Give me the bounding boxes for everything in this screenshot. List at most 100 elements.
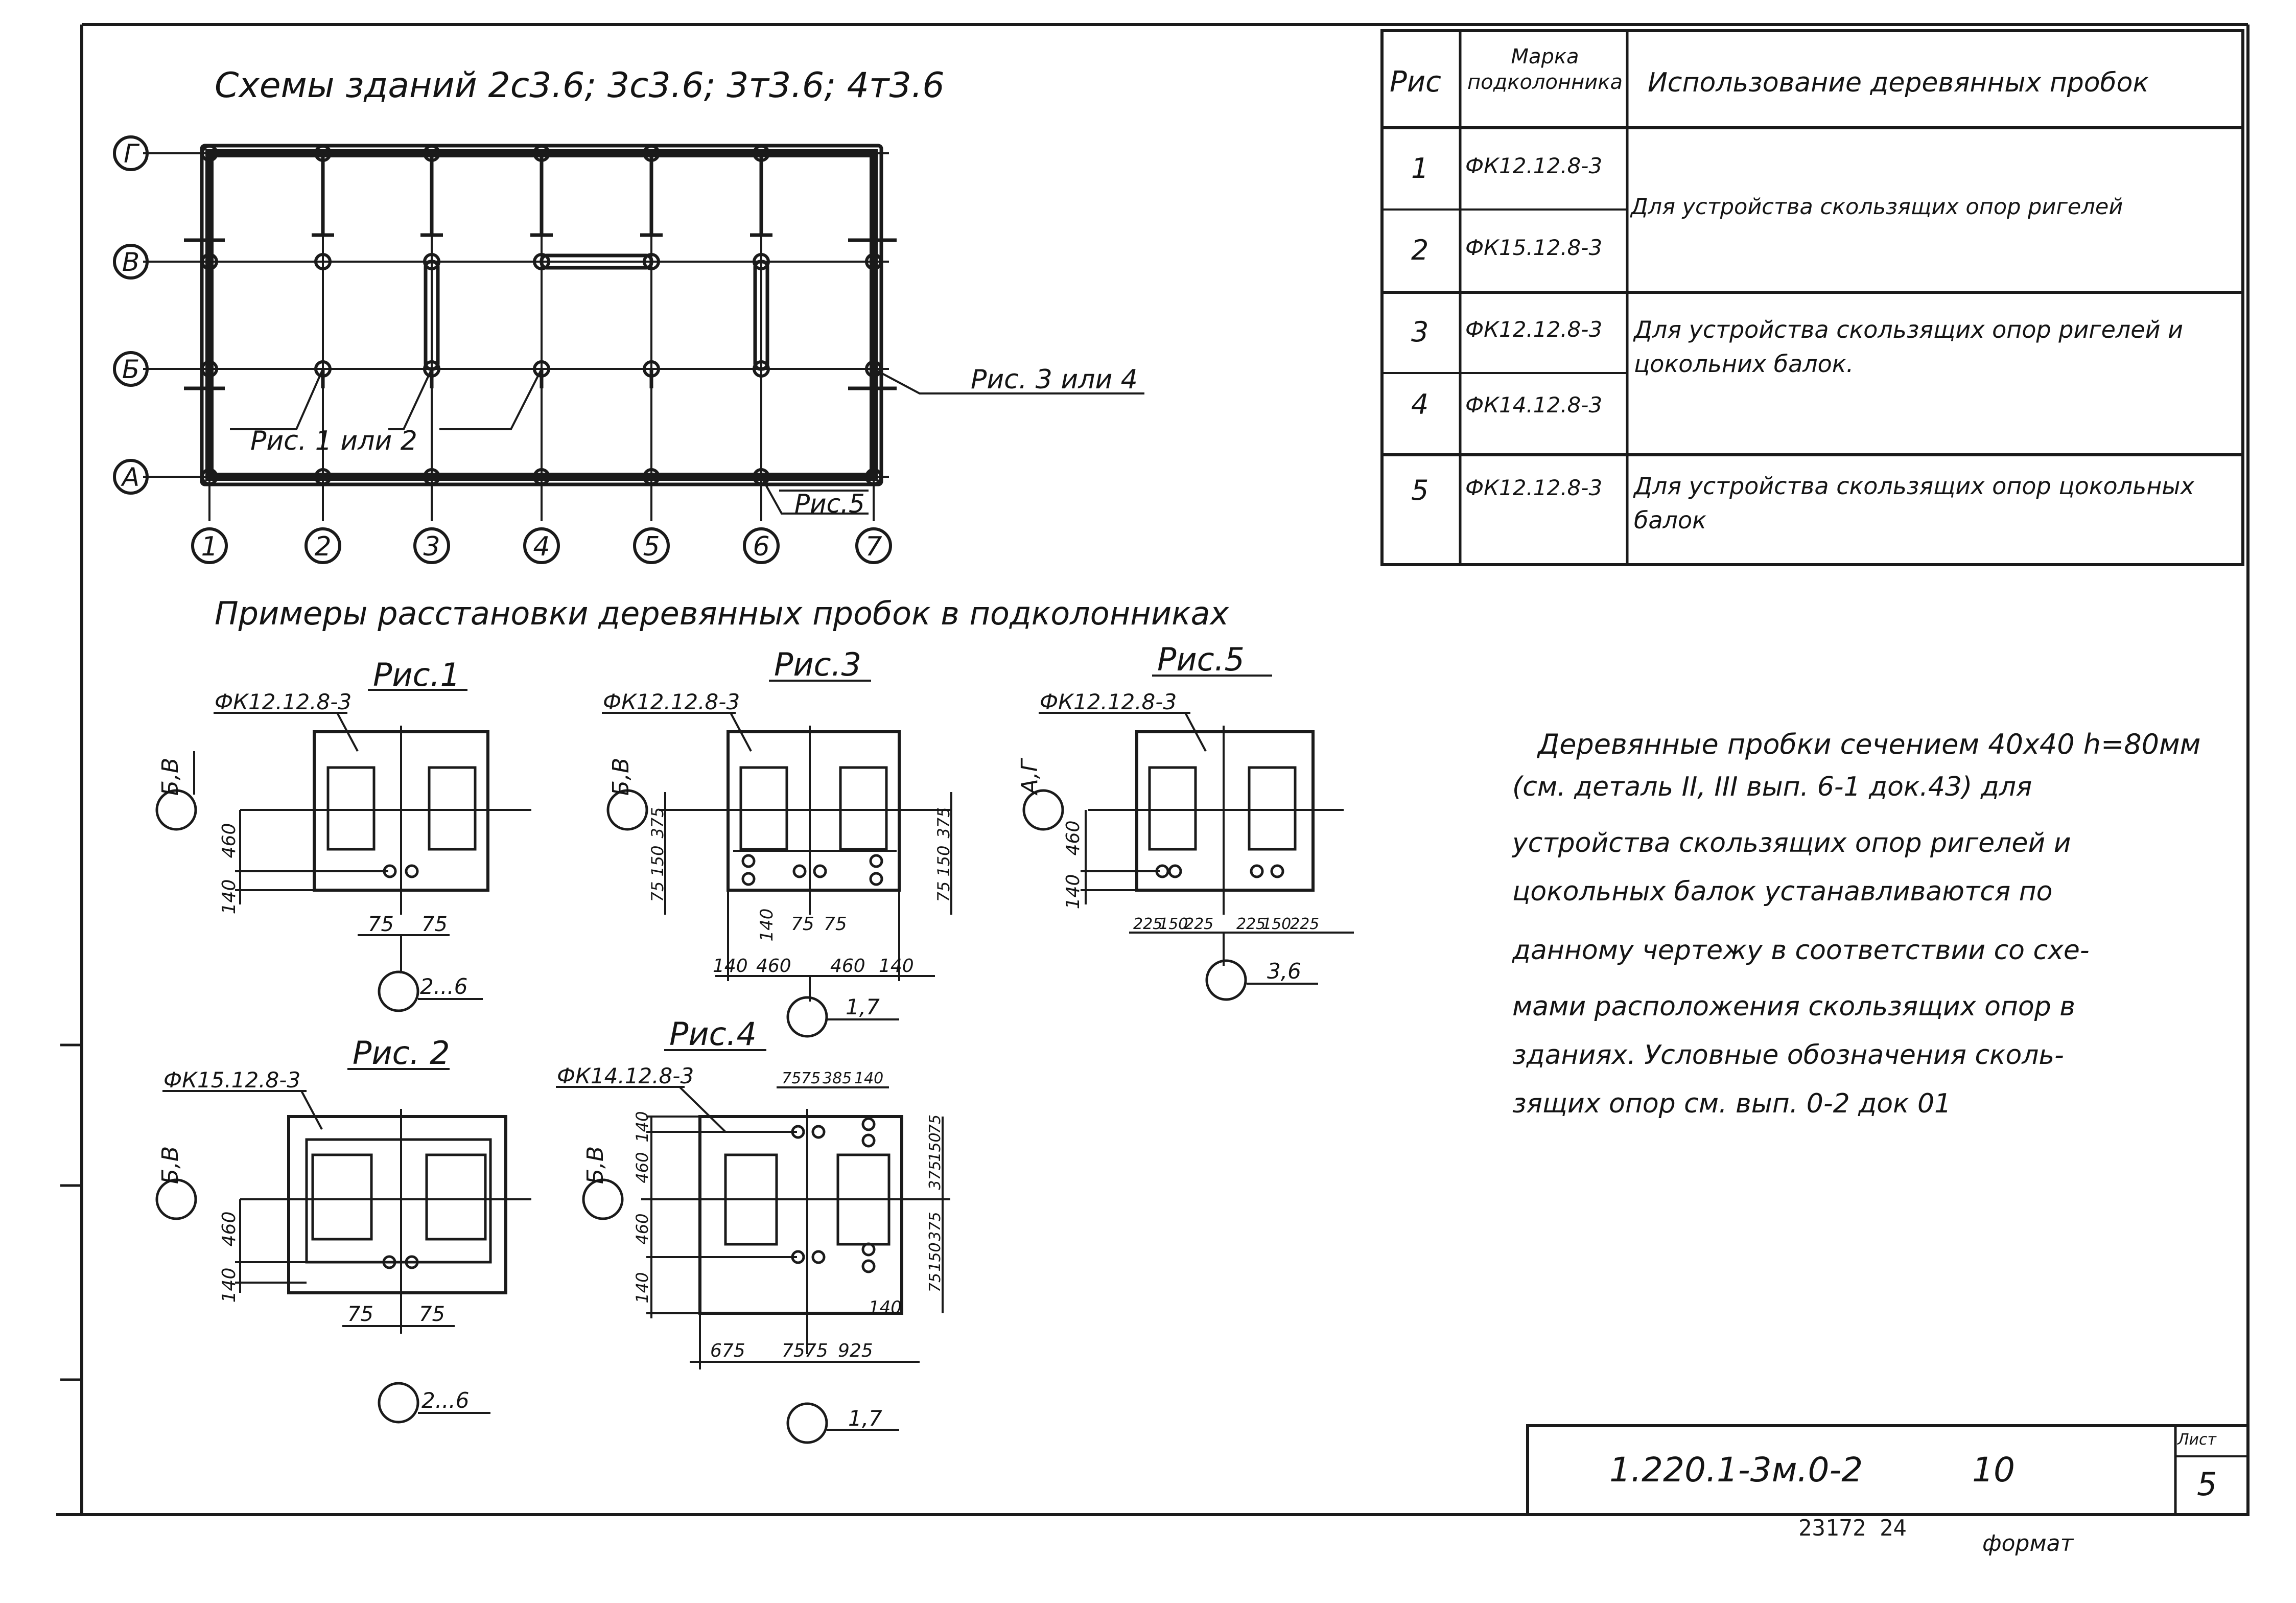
fig3-dim-h1: 140 (713, 956, 748, 977)
fig4-dim-h2: 75 (782, 1340, 805, 1361)
axis-row-b: Б (122, 355, 139, 384)
fig4-ref: 1,7 (848, 1406, 882, 1431)
schema-grid (113, 135, 897, 564)
fig3-title: Рис.3 (774, 646, 861, 683)
axis-col-5: 5 (643, 531, 660, 562)
fig3-dim-h4: 140 (879, 956, 914, 977)
table-row-2-fig: 2 (1411, 234, 1429, 266)
table-row-5-fig: 5 (1411, 474, 1429, 506)
fig4-dim-l1: 140 (632, 1111, 652, 1142)
fig1-axis: Б,В (157, 758, 183, 796)
fig5-dim-h3: 225 (1184, 915, 1213, 933)
fig5-ref: 3,6 (1267, 959, 1301, 984)
fig3-dim-r3: 75 (934, 881, 953, 902)
axis-row-v: В (122, 247, 139, 277)
sheet-frame (56, 23, 2250, 1516)
fig3-dim-l2: 150 (648, 845, 667, 876)
fig4-dim-l4: 140 (632, 1272, 652, 1303)
sheet-number: 5 (2197, 1466, 2217, 1503)
fig1-dim-h2: 75 (421, 913, 448, 936)
table-row-2-mark: ФК15.12.8-3 (1465, 235, 1603, 260)
fig4-dim-r6: 75 (926, 1273, 944, 1292)
fig5: Рис.5 ФК12.12.8-3 А,Г 460 140 225 150 22… (1017, 641, 1354, 1001)
fig4-dim-r2: 150 (926, 1132, 944, 1161)
fig2-dim-h1: 75 (347, 1303, 373, 1326)
fig3-ref: 1,7 (846, 994, 880, 1019)
examples-title: Примеры расстановки деревянных пробок в … (215, 595, 1230, 632)
note-line-7: зданиях. Условные обозначения сколь- (1512, 1040, 2064, 1071)
fig3-dim-l1: 375 (648, 807, 667, 838)
fig3-dim-h2: 460 (756, 956, 791, 977)
fig4-title: Рис.4 (669, 1015, 757, 1053)
inventory-number: 23172 24 (1798, 1515, 1907, 1541)
fig5-dim-v2: 140 (1063, 874, 1084, 910)
fig1-ref: 2...6 (420, 974, 468, 999)
fig5-mark: ФК12.12.8-3 (1040, 689, 1177, 714)
fig4-dim-m1: 140 (869, 1297, 902, 1318)
fig5-title: Рис.5 (1157, 641, 1245, 678)
title-block-code: 1.220.1-3м.0-2 (1609, 1450, 1863, 1490)
fig3-dim-r1: 375 (934, 807, 953, 838)
fig4-dim-t2: 75 (801, 1070, 821, 1087)
fig3-dim-l3: 75 (648, 881, 667, 902)
callout-fig34: Рис. 3 или 4 (971, 364, 1138, 395)
fig1-mark: ФК12.12.8-3 (215, 689, 352, 714)
schema-title: Схемы зданий 2с3.6; 3с3.6; 3т3.6; 4т3.6 (215, 65, 945, 106)
format-label: формат (1982, 1530, 2074, 1556)
table-row-5-mark: ФК12.12.8-3 (1465, 475, 1603, 500)
fig4-dim-r5: 150 (926, 1242, 944, 1271)
fig5-dim-h5: 150 (1262, 915, 1291, 933)
fig4-dim-r1: 75 (926, 1114, 944, 1134)
fig4-dim-t1: 75 (782, 1070, 801, 1087)
fig5-dim-h6: 225 (1290, 915, 1319, 933)
fig2-axis: Б,В (157, 1146, 183, 1184)
note-line-1: Деревянные пробки сечением 40х40 h=80мм (1538, 728, 2201, 760)
table-row-1-fig: 1 (1411, 152, 1429, 184)
fig4-dim-t3: 385 (823, 1070, 852, 1087)
fig4-dim-l2: 460 (632, 1152, 652, 1183)
fig1-dim-h1: 75 (368, 913, 394, 936)
axis-col-2: 2 (314, 531, 331, 562)
fig5-dim-h2: 150 (1159, 915, 1188, 933)
fig1: Рис.1 ФК12.12.8-3 Б,В 460 140 75 75 2...… (155, 656, 531, 1012)
axis-row-g: Г (124, 139, 140, 169)
fig2-ref: 2...6 (421, 1388, 470, 1413)
axis-col-7: 7 (865, 531, 882, 562)
fig3-dim-i1: 140 (757, 909, 777, 942)
fig2-title: Рис. 2 (353, 1034, 450, 1072)
table-row-4-fig: 4 (1411, 388, 1429, 421)
fig2-dim-v1: 460 (219, 1212, 240, 1247)
callout-fig5: Рис.5 (794, 489, 865, 519)
fig4-dim-l3: 460 (632, 1213, 652, 1244)
fig4-dim-r3: 375 (926, 1160, 944, 1190)
axis-col-4: 4 (533, 531, 550, 562)
fig4-dim-r4: 375 (926, 1212, 944, 1241)
fig1-title: Рис.1 (373, 656, 460, 693)
fig3-axis: Б,В (608, 758, 634, 796)
table-row-4-mark: ФК14.12.8-3 (1465, 392, 1603, 417)
note-line-8: зящих опор см. вып. 0-2 док 01 (1512, 1088, 1952, 1119)
fig4-dim-h3: 75 (805, 1340, 828, 1361)
fig5-dim-h4: 225 (1236, 915, 1266, 933)
fig4-mark: ФК14.12.8-3 (557, 1063, 694, 1088)
table-header-usage: Использование деревянных пробок (1648, 67, 2149, 98)
callout-fig12: Рис. 1 или 2 (250, 426, 417, 456)
table-header-fig: Рис (1390, 65, 1441, 99)
title-block (1526, 1424, 2250, 1516)
schema-leaders (230, 368, 1144, 515)
fig1-dim-v1: 460 (219, 823, 240, 858)
title-block-num: 10 (1972, 1450, 2015, 1490)
fig4-dim-h1: 675 (710, 1340, 745, 1361)
axis-row-a: А (121, 462, 139, 492)
note-line-4: цокольных балок устанавливаются по (1512, 876, 2053, 907)
fig2-mark: ФК15.12.8-3 (163, 1067, 300, 1093)
note-line-3: устройства скользящих опор ригелей и (1512, 828, 2071, 858)
fig1-dim-v2: 140 (219, 879, 240, 915)
table-group-2: Для устройства скользящих опор ригелей и… (1634, 316, 2183, 378)
note-line-6: мами расположения скользящих опор в (1512, 991, 2075, 1022)
marks-table (1380, 29, 2244, 566)
fig3-mark: ФК12.12.8-3 (603, 689, 740, 714)
fig3-dim-h3: 460 (830, 956, 865, 977)
fig3-dim-r2: 150 (934, 845, 953, 876)
table-row-3-mark: ФК12.12.8-3 (1465, 317, 1603, 342)
